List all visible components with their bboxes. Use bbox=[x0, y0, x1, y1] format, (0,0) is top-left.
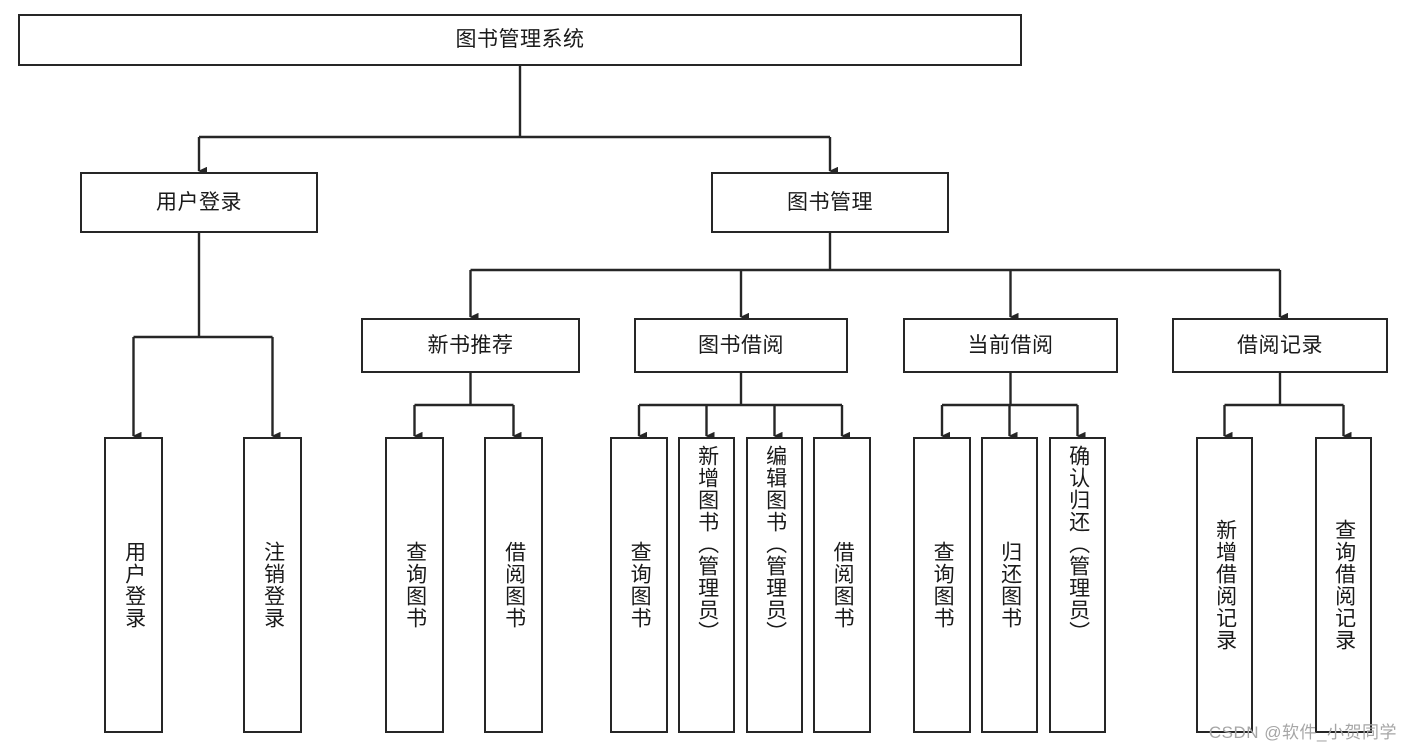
node-leaf-confirm-return[interactable]: 确认归还（管理员） bbox=[1049, 437, 1106, 733]
node-label: 借阅图书 bbox=[502, 541, 526, 629]
node-leaf-query-book-2[interactable]: 查询图书 bbox=[610, 437, 668, 733]
node-leaf-query-book-1[interactable]: 查询图书 bbox=[385, 437, 444, 733]
node-label: 新书推荐 bbox=[427, 333, 514, 357]
node-current-borrow[interactable]: 当前借阅 bbox=[903, 318, 1118, 373]
node-leaf-borrow-book-1[interactable]: 借阅图书 bbox=[484, 437, 543, 733]
node-label: 借阅记录 bbox=[1237, 333, 1323, 357]
node-book-manage[interactable]: 图书管理 bbox=[711, 172, 949, 233]
node-label: 用户登录 bbox=[156, 190, 242, 214]
node-leaf-edit-book[interactable]: 编辑图书（管理员） bbox=[746, 437, 803, 733]
node-label: 查询图书 bbox=[931, 541, 955, 629]
node-label: 图书管理系统 bbox=[455, 28, 585, 52]
edge-group bbox=[132, 66, 1352, 441]
node-label: 归还图书 bbox=[998, 541, 1022, 629]
node-label: 图书管理 bbox=[787, 190, 873, 214]
node-leaf-borrow-book-2[interactable]: 借阅图书 bbox=[813, 437, 871, 733]
node-label: 借阅图书 bbox=[831, 541, 855, 629]
node-new-book-rec[interactable]: 新书推荐 bbox=[361, 318, 580, 373]
node-label: 图书借阅 bbox=[698, 333, 784, 357]
node-label: 查询借阅记录 bbox=[1332, 519, 1356, 651]
node-label: 当前借阅 bbox=[967, 333, 1054, 357]
node-label: 编辑图书（管理员） bbox=[763, 445, 787, 643]
node-label: 新增借阅记录 bbox=[1213, 519, 1237, 651]
node-leaf-return-book[interactable]: 归还图书 bbox=[981, 437, 1038, 733]
node-leaf-add-record[interactable]: 新增借阅记录 bbox=[1196, 437, 1253, 733]
node-leaf-user-login[interactable]: 用户登录 bbox=[104, 437, 163, 733]
node-leaf-query-record[interactable]: 查询借阅记录 bbox=[1315, 437, 1372, 733]
node-leaf-add-book[interactable]: 新增图书（管理员） bbox=[678, 437, 735, 733]
node-leaf-query-book-3[interactable]: 查询图书 bbox=[913, 437, 971, 733]
node-label: 注销登录 bbox=[261, 541, 285, 629]
node-label: 新增图书（管理员） bbox=[695, 445, 719, 643]
node-borrow-record[interactable]: 借阅记录 bbox=[1172, 318, 1388, 373]
node-book-borrow[interactable]: 图书借阅 bbox=[634, 318, 848, 373]
node-label: 用户登录 bbox=[122, 541, 146, 629]
node-root[interactable]: 图书管理系统 bbox=[18, 14, 1022, 66]
node-leaf-logout[interactable]: 注销登录 bbox=[243, 437, 302, 733]
node-label: 查询图书 bbox=[628, 541, 652, 629]
node-user-login[interactable]: 用户登录 bbox=[80, 172, 318, 233]
node-label: 查询图书 bbox=[403, 541, 427, 629]
node-label: 确认归还（管理员） bbox=[1066, 445, 1090, 643]
